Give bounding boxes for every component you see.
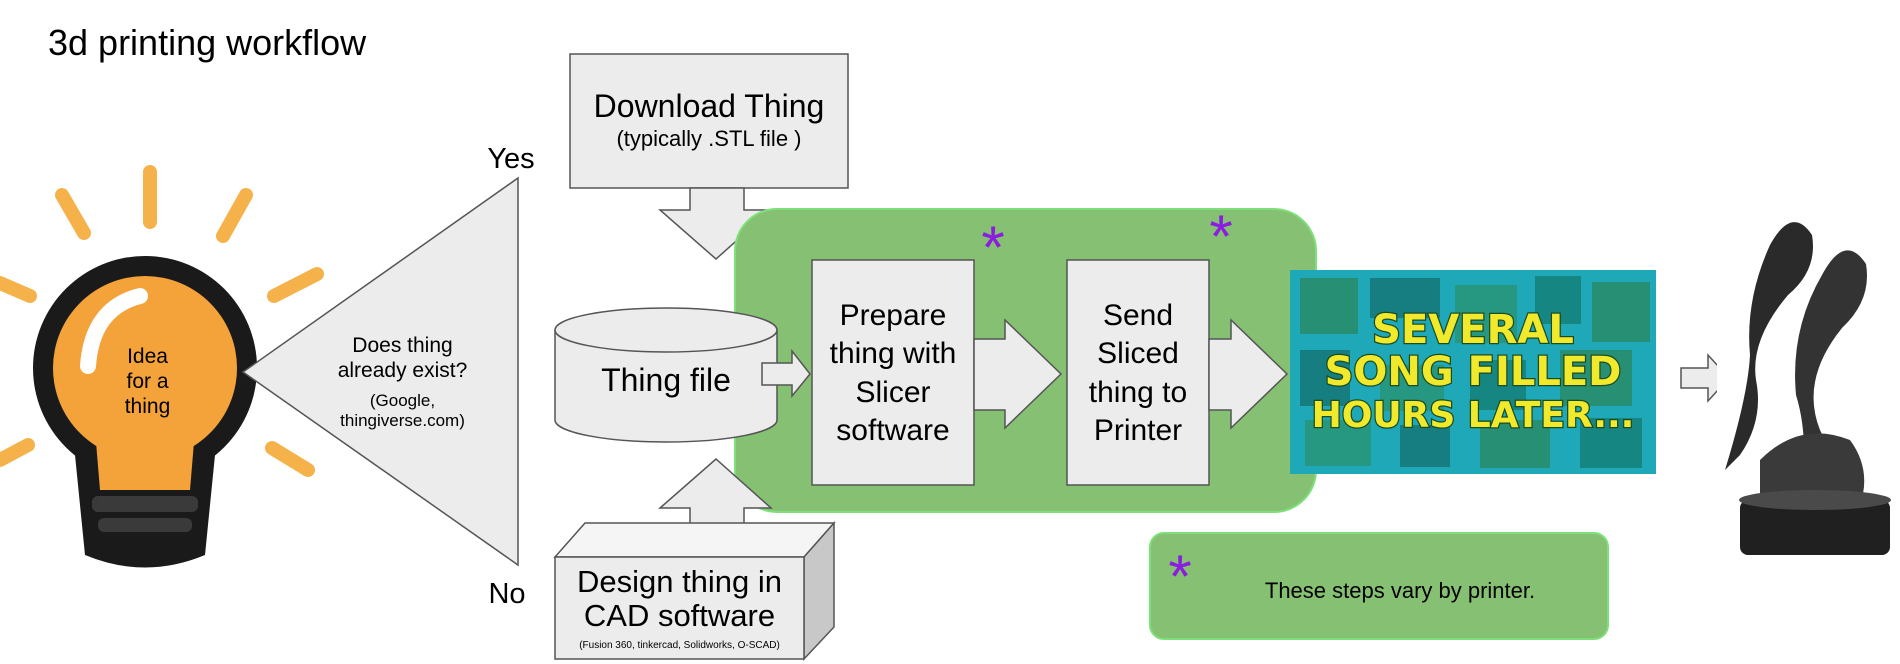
arrow-right-icon	[1208, 318, 1289, 430]
ray-top-left	[55, 188, 91, 240]
printed-sculpture-image	[1717, 205, 1900, 555]
thing-file-label: Thing file	[601, 362, 731, 398]
no-label: No	[488, 578, 526, 610]
asterisk-prepare-icon: *	[981, 214, 1005, 281]
thing-file-cylinder	[554, 307, 778, 443]
poster-line-2: SONG FILLED	[1325, 349, 1622, 395]
legend-text: These steps vary by printer.	[1264, 578, 1536, 603]
ray-right	[267, 267, 324, 303]
ray-bottom-right	[265, 441, 315, 477]
asterisk-legend-icon: *	[1168, 543, 1192, 610]
download-box	[569, 53, 849, 189]
decision-triangle	[241, 176, 519, 567]
prepare-box	[811, 259, 975, 486]
lightbulb-icon	[33, 256, 257, 568]
download-title: Download Thing	[593, 88, 825, 124]
download-subtitle: (typically .STL file )	[616, 126, 802, 151]
design-box	[553, 521, 836, 661]
ray-left	[0, 276, 37, 303]
decision-hint: (Google, thingiverse.com)	[340, 391, 465, 431]
poster-line-3: HOURS LATER...	[1312, 395, 1635, 436]
arrow-right-icon	[761, 348, 811, 399]
idea-label: Idea for a thing	[124, 345, 171, 418]
bulb-rays	[0, 165, 324, 477]
decision-question: Does thing already exist?	[337, 334, 468, 382]
legend-box	[1149, 532, 1609, 640]
ray-bottom-left	[0, 438, 35, 467]
poster-image: SEVERAL SONG FILLED HOURS LATER...	[1290, 270, 1656, 474]
send-label: Send Sliced thing to Printer	[1088, 299, 1188, 448]
yes-label: Yes	[487, 143, 535, 175]
ray-top-right	[216, 188, 253, 243]
asterisk-send-icon: *	[1209, 203, 1233, 270]
arrow-right-icon	[973, 318, 1063, 430]
design-subtitle: (Fusion 360, tinkercad, Solidworks, O-SC…	[579, 640, 780, 651]
send-box	[1066, 259, 1210, 486]
prepare-label: Prepare thing with Slicer software	[829, 299, 957, 448]
page-title: 3d printing workflow	[48, 22, 367, 63]
design-title: Design thing in CAD software	[576, 564, 783, 634]
poster-line-1: SEVERAL	[1372, 307, 1574, 353]
